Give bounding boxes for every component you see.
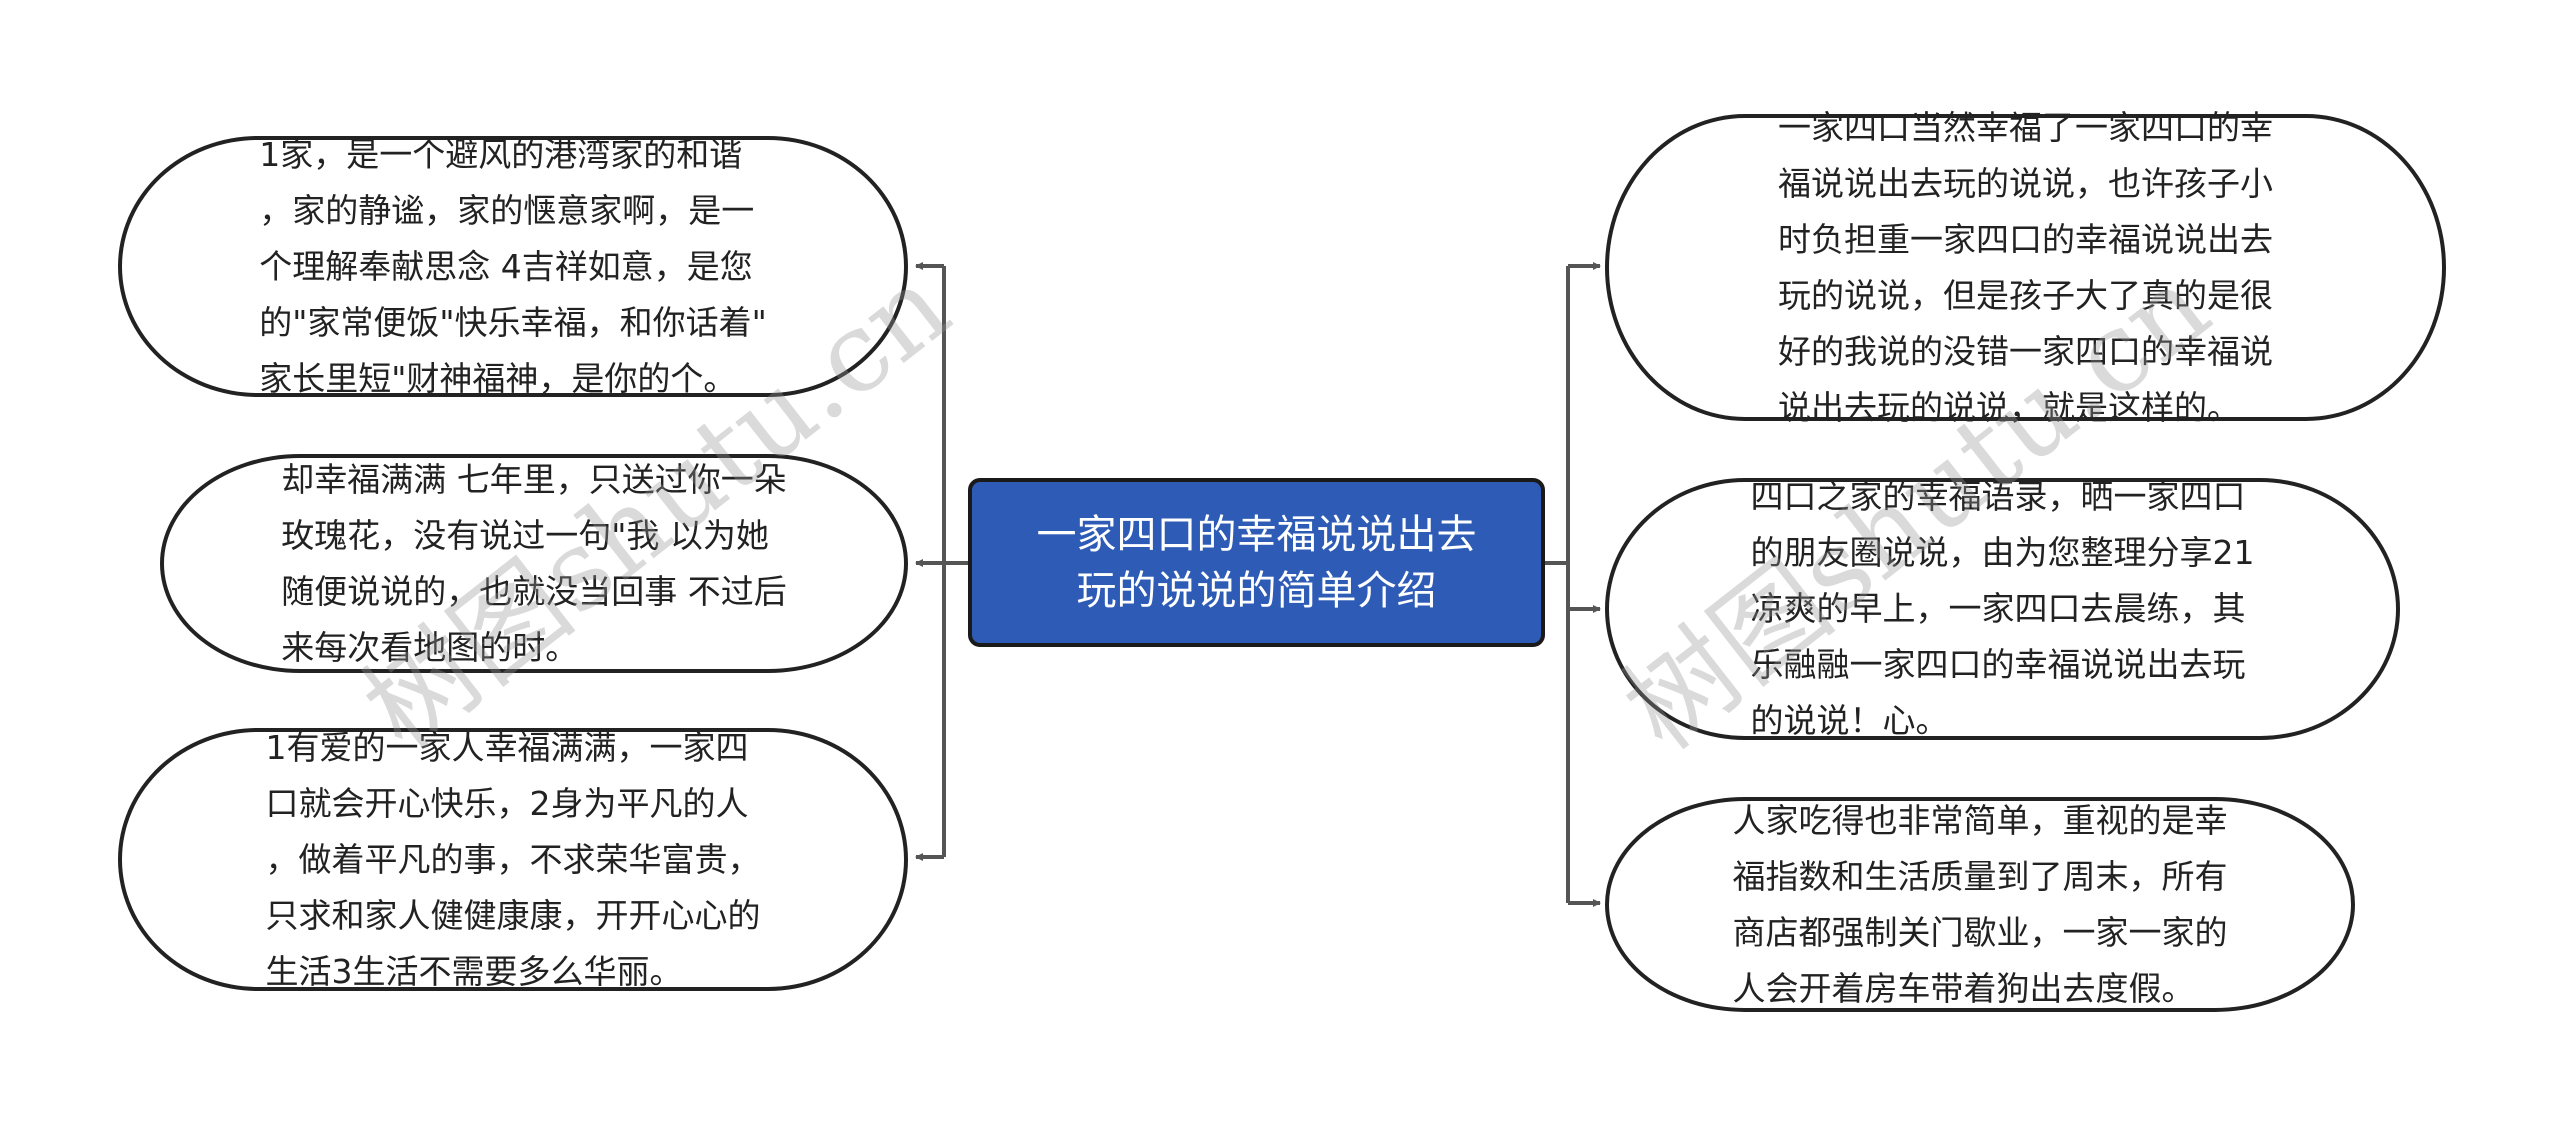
text-line: 1有爱的一家人幸福满满，一家四 (265, 727, 749, 767)
text-line: 随便说说的，也就没当回事 不过后 (281, 571, 787, 611)
text-line: 乐融融一家四口的幸福说说出去玩 (1750, 645, 2246, 684)
text-line: 玩的说说的简单介绍 (1076, 567, 1437, 614)
central-topic[interactable]: 一家四口的幸福说说出去玩的说说的简单介绍 (968, 478, 1545, 647)
right-node-1[interactable]: 一家四口当然幸福了一家四口的幸福说说出去玩的说说，也许孩子小时负担重一家四口的幸… (1605, 108, 2446, 427)
text-line: 凉爽的早上，一家四口去晨练，其 (1750, 589, 2246, 628)
text-line: 四口之家的幸福语录，晒一家四口 (1750, 477, 2246, 516)
left-node-3[interactable]: 1有爱的一家人幸福满满，一家四口就会开心快乐，2身为平凡的人 ，做着平凡的事，不求… (118, 728, 908, 991)
text-line: 却幸福满满 七年里，只送过你一朵 (281, 459, 787, 499)
text-line: 1家，是一个避风的港湾家的和谐 (259, 134, 743, 174)
text-line: 商店都强制关门歇业，一家一家的 (1732, 912, 2228, 952)
right-node-2[interactable]: 四口之家的幸福语录，晒一家四口的朋友圈说说，由为您整理分享21 凉爽的早上，一家四… (1605, 477, 2400, 740)
text-line: 好的我说的没错一家四口的幸福说 (1778, 331, 2273, 371)
text-line: 的朋友圈说说，由为您整理分享21 (1750, 533, 2255, 572)
text-line: 口就会开心快乐，2身为平凡的人 (265, 783, 749, 823)
text-line: 人家吃得也非常简单，重视的是幸 (1732, 800, 2228, 840)
text-line: 个理解奉献思念 4吉祥如意，是您 (259, 246, 753, 286)
text-line: ，做着平凡的事，不求荣华富贵， (265, 839, 761, 879)
text-line: 来每次看地图的时。 (281, 627, 579, 667)
text-line: 福说说出去玩的说说，也许孩子小 (1778, 163, 2273, 203)
node-text: 1家，是一个避风的港湾家的和谐 ，家的静谧，家的惬意家啊，是一个理解奉献思念 4吉… (259, 127, 767, 407)
text-line: 生活3生活不需要多么华丽。 (265, 951, 683, 991)
text-line: 家长里短"财神福神，是你的个。 (259, 358, 737, 398)
text-line: 只求和家人健健康康，开开心心的 (265, 895, 761, 935)
text-line: 一家四口的幸福说说出去 (1036, 511, 1477, 558)
node-text: 1有爱的一家人幸福满满，一家四口就会开心快乐，2身为平凡的人 ，做着平凡的事，不求… (266, 720, 761, 1000)
left-node-2[interactable]: 却幸福满满 七年里，只送过你一朵玫瑰花，没有说过一句"我 以为她随便说说的，也就… (160, 454, 908, 673)
central-topic-text: 一家四口的幸福说说出去玩的说说的简单介绍 (1037, 507, 1477, 619)
text-line: 的"家常便饭"快乐幸福，和你话着" (259, 302, 767, 342)
text-line: ，家的静谧，家的惬意家啊，是一 (259, 190, 755, 230)
text-line: 玩的说说，但是孩子大了真的是很 (1778, 275, 2273, 315)
text-line: 时负担重一家四口的幸福说说出去 (1778, 219, 2273, 259)
text-line: 福指数和生活质量到了周末，所有 (1732, 856, 2228, 896)
right-node-3[interactable]: 人家吃得也非常简单，重视的是幸福指数和生活质量到了周末，所有商店都强制关门歇业，… (1605, 797, 2355, 1012)
left-node-1[interactable]: 1家，是一个避风的港湾家的和谐 ，家的静谧，家的惬意家啊，是一个理解奉献思念 4吉… (118, 135, 908, 398)
text-line: 玫瑰花，没有说过一句"我 以为她 (281, 515, 769, 555)
text-line: 一家四口当然幸福了一家四口的幸 (1778, 107, 2273, 147)
node-text: 人家吃得也非常简单，重视的是幸福指数和生活质量到了周末，所有商店都强制关门歇业，… (1733, 793, 2228, 1017)
text-line: 说出去玩的说说，就是这样的。 (1778, 387, 2240, 427)
node-text: 却幸福满满 七年里，只送过你一朵玫瑰花，没有说过一句"我 以为她随便说说的，也就… (281, 452, 787, 676)
node-text: 四口之家的幸福语录，晒一家四口的朋友圈说说，由为您整理分享21 凉爽的早上，一家四… (1751, 469, 2255, 749)
text-line: 的说说！心。 (1750, 701, 1949, 740)
node-text: 一家四口当然幸福了一家四口的幸福说说出去玩的说说，也许孩子小时负担重一家四口的幸… (1778, 100, 2273, 436)
text-line: 人会开着房车带着狗出去度假。 (1732, 968, 2195, 1008)
